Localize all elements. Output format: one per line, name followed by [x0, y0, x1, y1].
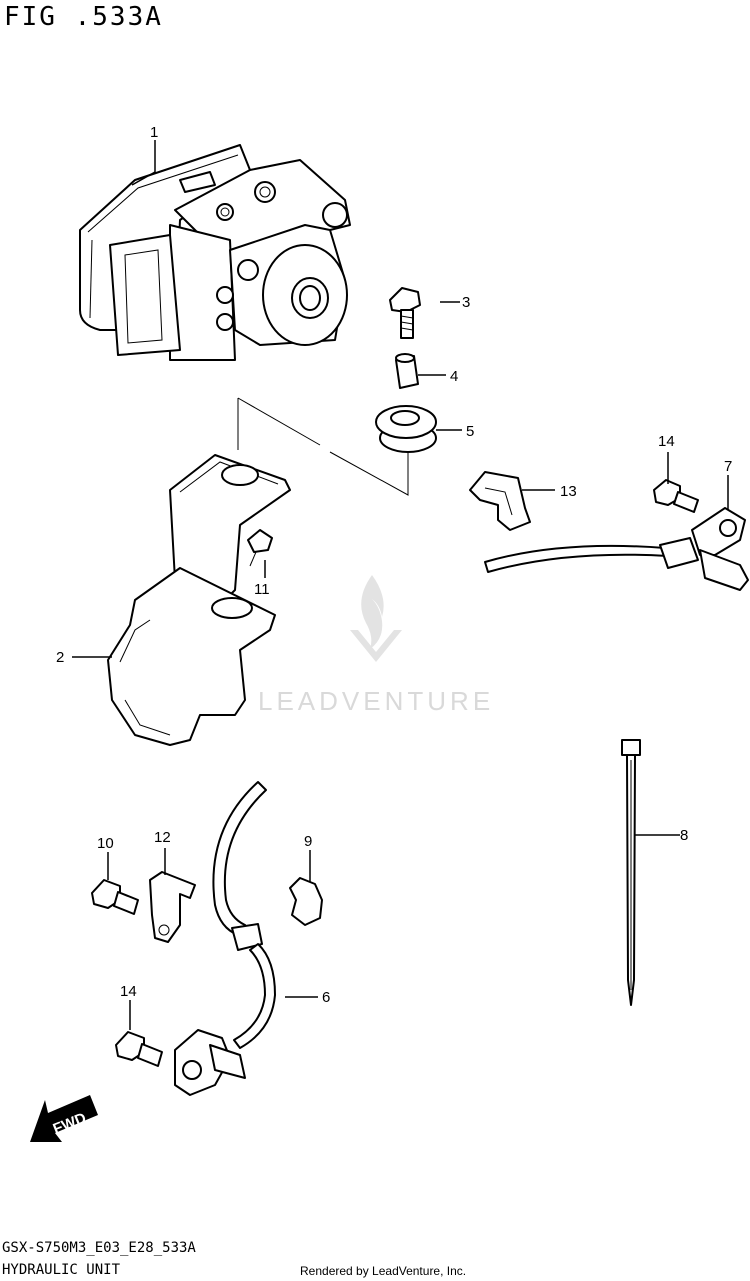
rear-wheel-sensor	[174, 781, 276, 1096]
bolt-14-upper	[653, 479, 699, 513]
callout-10: 10	[97, 835, 114, 852]
clip-9	[289, 877, 323, 926]
leader-lines	[72, 140, 729, 1030]
collar-4	[395, 353, 419, 389]
bolt-3	[389, 287, 421, 339]
callout-9: 9	[304, 833, 312, 850]
callout-1: 1	[150, 124, 158, 141]
callout-14-upper: 14	[658, 433, 675, 450]
hydraulic-unit	[79, 144, 351, 361]
callout-13: 13	[560, 483, 577, 500]
bracket	[107, 454, 291, 746]
watermark-text: LEADVENTURE	[258, 686, 494, 716]
fwd-arrow: FWD	[30, 1095, 98, 1142]
leader-guide	[237, 397, 409, 496]
callout-3: 3	[462, 294, 470, 311]
callout-11: 11	[254, 581, 270, 598]
rendered-by-credit: Rendered by LeadVenture, Inc.	[300, 1264, 467, 1278]
callout-4: 4	[450, 368, 458, 385]
bolt-11	[247, 529, 273, 567]
bolt-10	[91, 879, 139, 915]
clamp-13	[469, 471, 531, 531]
callout-6: 6	[322, 989, 330, 1006]
front-wheel-sensor	[484, 507, 749, 591]
bolt-14-lower	[115, 1031, 163, 1067]
clamp-12	[149, 871, 196, 943]
section-name: HYDRAULIC UNIT	[2, 1262, 121, 1278]
grommet-5	[375, 405, 437, 453]
cable-tie-8	[621, 739, 641, 1006]
callout-2: 2	[56, 649, 64, 666]
watermark: LEADVENTURE	[258, 575, 494, 716]
callout-8: 8	[680, 827, 688, 844]
figure-title: FIG .533A	[4, 2, 163, 32]
callout-5: 5	[466, 423, 474, 440]
callouts: 1 2 3 4 5 6 7 8 9 10 11 12 13 14 14	[56, 124, 732, 1006]
callout-12: 12	[154, 829, 171, 846]
callout-14-lower: 14	[120, 983, 137, 1000]
callout-7: 7	[724, 458, 732, 475]
model-code: GSX-S750M3_E03_E28_533A	[2, 1240, 196, 1256]
